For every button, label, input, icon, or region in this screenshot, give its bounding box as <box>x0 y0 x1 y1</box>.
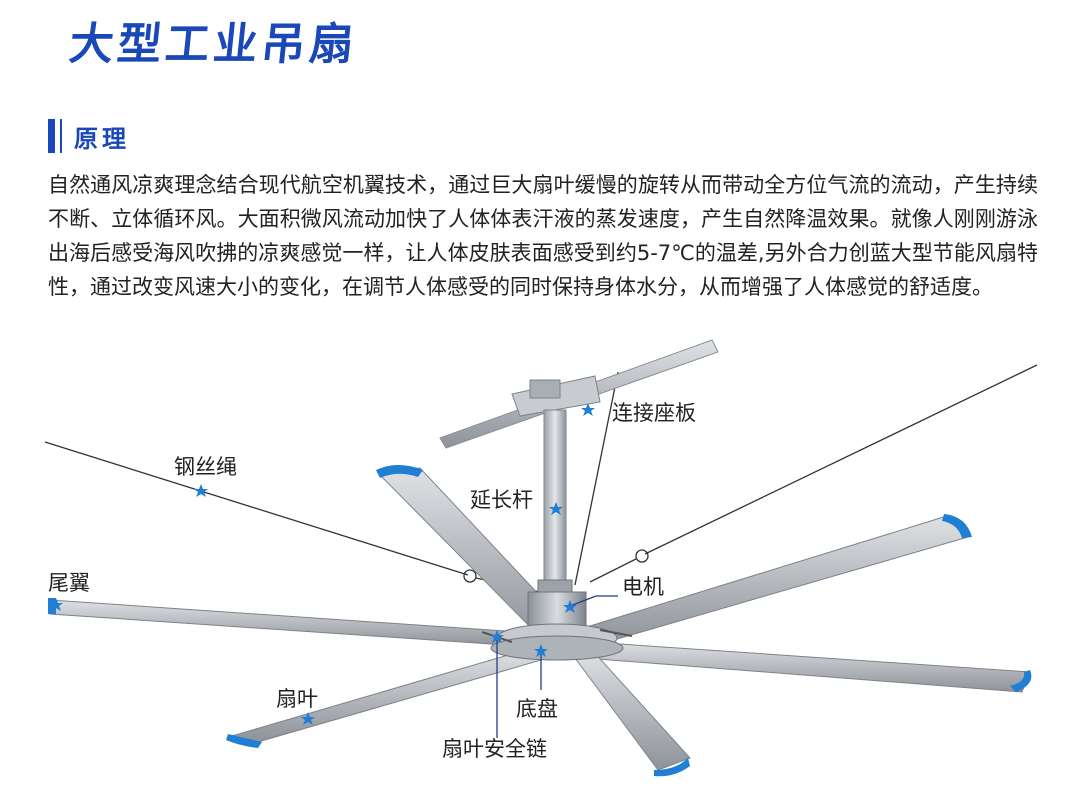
label-extension-rod: 延长杆 <box>470 488 533 512</box>
star-extension-rod <box>549 502 563 515</box>
mount-plate <box>439 339 719 449</box>
section-bar-thick <box>48 119 55 153</box>
section-bar-thin <box>60 119 62 153</box>
fan-diagram: 连接座板 钢丝绳 延长杆 尾翼 电机 扇叶 底盘 扇叶安全链 <box>44 339 1038 777</box>
extension-rod <box>543 409 567 591</box>
section-title: 原理 <box>74 124 130 153</box>
star-motor <box>563 600 577 613</box>
intro-paragraph: 自然通风凉爽理念结合现代航空机翼技术，通过巨大扇叶缓慢的旋转从而带动全方位气流的… <box>48 173 1038 299</box>
label-winglet: 尾翼 <box>48 571 90 595</box>
star-chassis <box>534 644 548 657</box>
label-chassis: 底盘 <box>516 697 558 721</box>
star-blade <box>301 712 315 725</box>
leader-lines <box>496 595 618 738</box>
label-blade: 扇叶 <box>276 687 318 711</box>
marker-stars <box>49 403 595 725</box>
page-title: 大型工业吊扇 <box>66 19 361 70</box>
label-motor: 电机 <box>622 575 664 599</box>
label-wire-rope: 钢丝绳 <box>174 455 237 479</box>
motor-assembly <box>481 591 633 661</box>
star-safety-chain <box>490 630 504 643</box>
label-mount-plate: 连接座板 <box>612 401 696 425</box>
label-blade-safety-chain: 扇叶安全链 <box>442 737 547 761</box>
star-wire-rope <box>194 484 208 497</box>
star-winglet <box>49 598 63 611</box>
section-header: 原理 <box>48 118 130 154</box>
star-mount-plate <box>581 403 595 416</box>
